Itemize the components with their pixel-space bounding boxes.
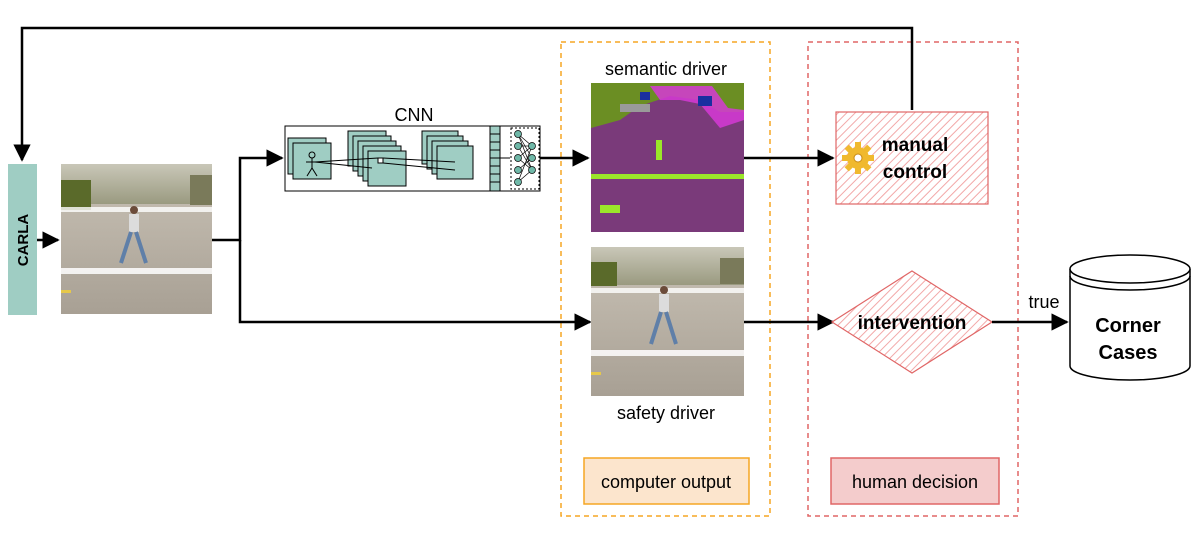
gear-icon [842,142,874,174]
intervention-decision-node: intervention [830,270,994,374]
intervention-label: intervention [858,313,967,334]
edge-true-label: true [1028,292,1059,312]
image-to-safety-arrow [238,240,592,331]
carla-source-block [8,164,37,315]
cnn-block [284,125,541,192]
carla-label: CARLA [15,214,32,267]
human-decision-label: human decision [852,472,978,492]
safety-driver-label: safety driver [617,403,715,423]
manual-control-label-line1: manual [882,135,949,156]
semantic-segmentation-image [591,83,744,232]
cnn-label: CNN [395,105,434,125]
semantic-driver-label: semantic driver [605,59,727,79]
computer-output-group [560,41,771,517]
corner-cases-database-icon: Corner Cases [1069,254,1191,381]
manual-control-node: manual control [835,111,989,205]
manual-control-label-line2: control [883,162,947,183]
computer-output-label-box [583,457,750,505]
corner-cases-label-line1: Corner [1095,315,1161,337]
safety-driver-image [591,247,744,396]
input-camera-image [61,164,212,314]
image-split-connector [212,149,284,242]
computer-output-label: computer output [601,472,731,492]
human-decision-label-box [830,457,1000,505]
corner-cases-label-line2: Cases [1099,342,1158,364]
feedback-arrow [13,26,914,162]
